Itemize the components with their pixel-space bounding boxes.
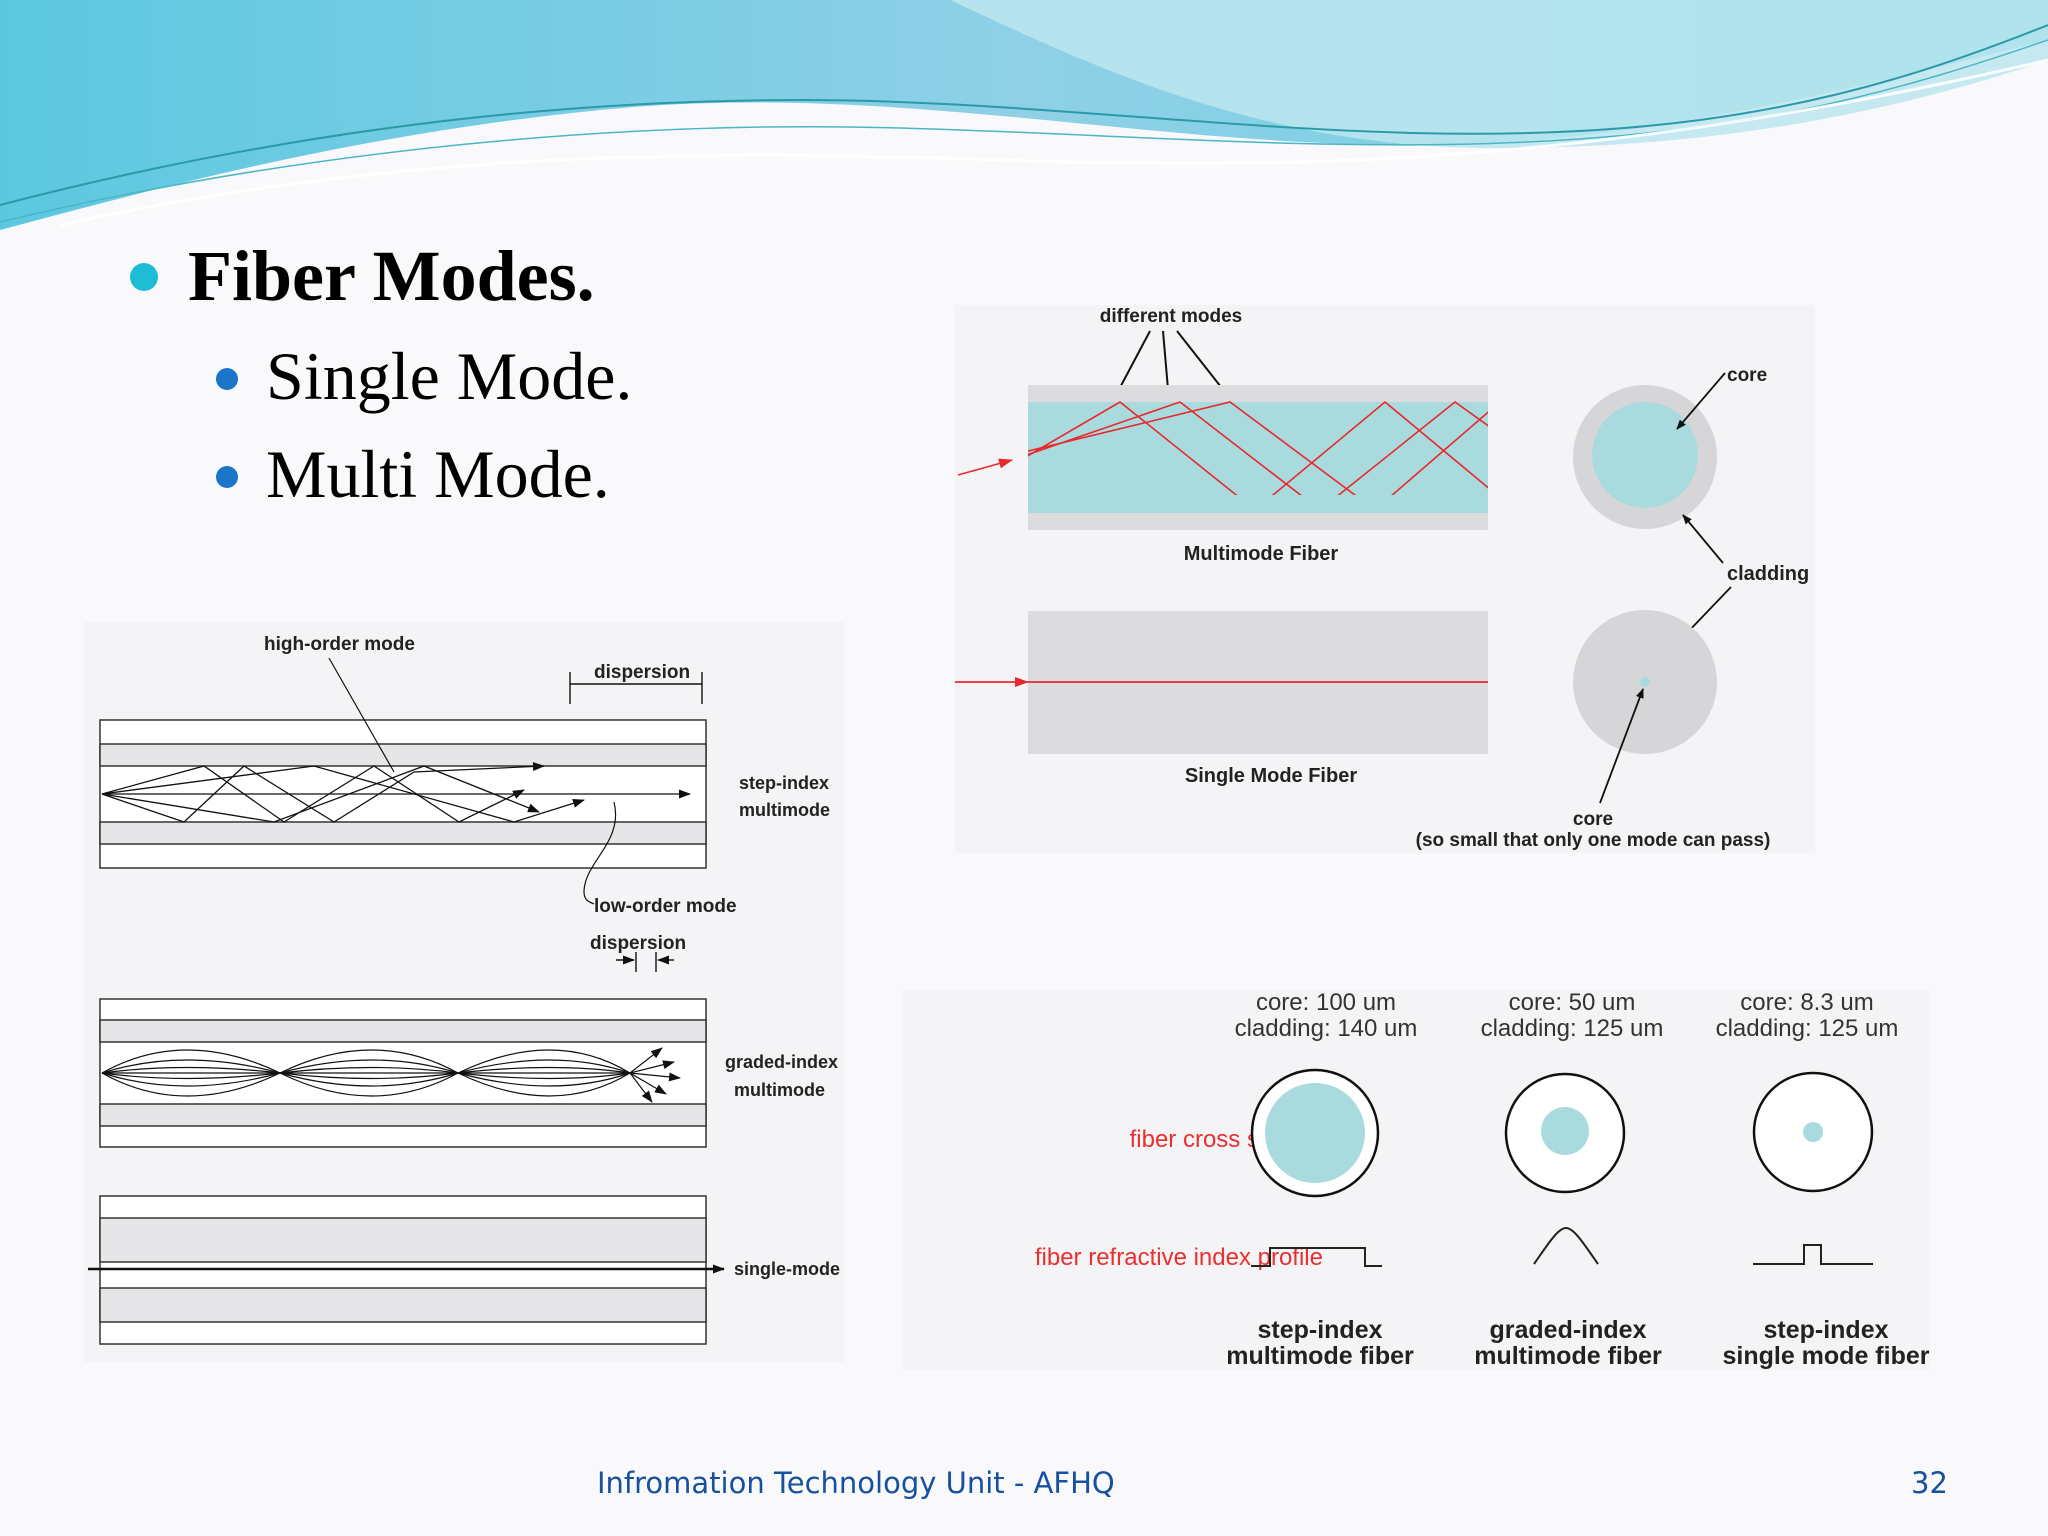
- col2-core: core: 50 um: [1509, 989, 1636, 1016]
- col3-name1: step-index: [1763, 1316, 1888, 1344]
- label-low-order-mode: low-order mode: [594, 896, 737, 917]
- footer-text: Infromation Technology Unit - AFHQ: [597, 1466, 1115, 1500]
- col1-name2: multimode fiber: [1226, 1342, 1414, 1370]
- label-step-index-multimode: multimode: [739, 800, 830, 820]
- col3-cladding: cladding: 125 um: [1716, 1015, 1899, 1042]
- label-graded-index: graded-index: [725, 1052, 838, 1072]
- slide-title: Fiber Modes.: [188, 236, 595, 316]
- column-step-index-multimode: core: 100 um cladding: 140 um step-index…: [1226, 989, 1417, 1370]
- label-multimode-fiber: Multimode Fiber: [1184, 543, 1339, 565]
- col2-name2: multimode fiber: [1474, 1342, 1662, 1370]
- column-graded-index-multimode: core: 50 um cladding: 125 um graded-inde…: [1474, 989, 1663, 1370]
- label-core: core: [1727, 365, 1767, 386]
- label-single-mode: single-mode: [734, 1259, 840, 1279]
- col2-name1: graded-index: [1490, 1316, 1647, 1344]
- col1-core: core: 100 um: [1256, 989, 1396, 1016]
- fiber-types-diagram: fiber cross section fiber refractive ind…: [903, 989, 1930, 1370]
- header-wave: [0, 0, 2048, 230]
- bullet-dot-icon: [216, 466, 238, 488]
- col2-cladding: cladding: 125 um: [1481, 1015, 1664, 1042]
- label-core-small: core: [1573, 809, 1613, 830]
- bullet-multi-mode: Multi Mode.: [266, 436, 610, 512]
- col1-cladding: cladding: 140 um: [1235, 1015, 1418, 1042]
- fiber-modes-diagram: different modes Multimode Fiber core cla…: [955, 305, 1815, 853]
- label-graded-index-multimode: multimode: [734, 1080, 825, 1100]
- label-different-modes: different modes: [1100, 306, 1243, 327]
- page-number: 32: [1911, 1466, 1948, 1500]
- bullet-dot-icon: [216, 368, 238, 390]
- column-step-index-single-mode: core: 8.3 um cladding: 125 um step-index…: [1716, 989, 1930, 1370]
- bullet-single-mode: Single Mode.: [266, 338, 633, 414]
- col3-core: core: 8.3 um: [1740, 989, 1873, 1016]
- col3-name2: single mode fiber: [1723, 1342, 1930, 1370]
- single-mode-fiber: [88, 1195, 725, 1345]
- label-core-note: (so small that only one mode can pass): [1416, 830, 1771, 851]
- bullet-dot-icon: [130, 263, 158, 291]
- label-high-order-mode: high-order mode: [264, 634, 415, 655]
- label-dispersion-2: dispersion: [590, 933, 686, 954]
- label-step-index: step-index: [739, 773, 829, 793]
- col1-name1: step-index: [1257, 1316, 1382, 1344]
- multimode-fiber-side-view: [957, 385, 1488, 530]
- graded-index-multimode-fiber: [99, 998, 707, 1148]
- dispersion-diagram: high-order mode dispersion step-index mu…: [84, 622, 844, 1362]
- label-cladding: cladding: [1727, 563, 1809, 585]
- label-dispersion-1: dispersion: [594, 662, 690, 683]
- label-single-mode-fiber: Single Mode Fiber: [1185, 765, 1357, 787]
- single-mode-fiber-side-view: [955, 611, 1488, 754]
